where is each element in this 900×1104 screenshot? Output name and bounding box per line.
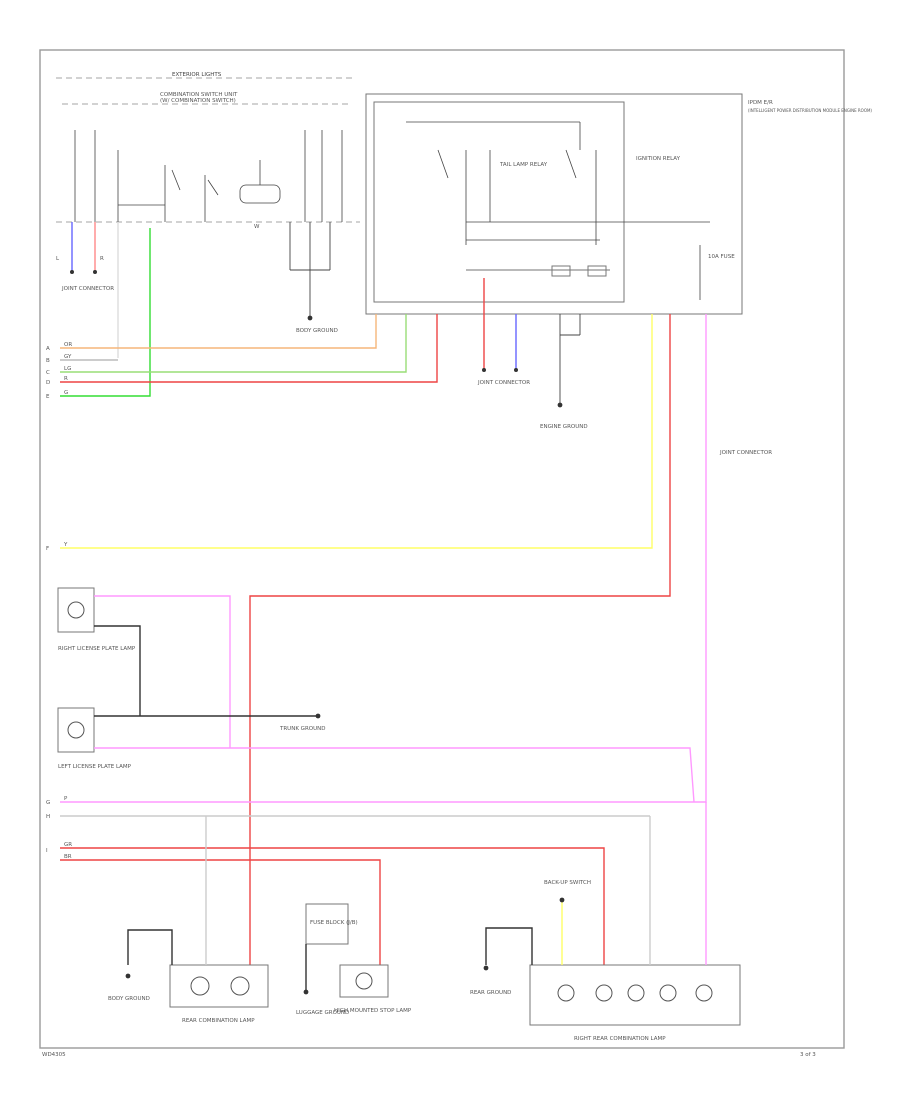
wire-red-lower-2 bbox=[60, 859, 381, 965]
wire-label-lg: LG bbox=[64, 366, 71, 372]
rear-ground-dot bbox=[483, 965, 489, 971]
high-mount-lamp bbox=[339, 964, 389, 998]
ground-ipdm bbox=[559, 314, 581, 405]
high-mount-label: HIGH MOUNTED STOP LAMP bbox=[334, 1008, 412, 1014]
edge-marker-i: I bbox=[46, 848, 48, 854]
edge-marker-c: C bbox=[46, 370, 50, 376]
ipdm-label: IPDM E/R bbox=[748, 100, 773, 106]
tail-relay-label: TAIL LAMP RELAY bbox=[499, 162, 548, 168]
ground-rear-label: BODY GROUND bbox=[108, 996, 150, 1002]
wire-black-rr bbox=[485, 927, 533, 965]
ground-combo bbox=[289, 222, 331, 318]
edge-marker-d: D bbox=[46, 380, 50, 386]
ground-trunk-label: TRUNK GROUND bbox=[279, 726, 325, 732]
ground-ipdm-dot bbox=[557, 402, 563, 408]
wire-pink-license bbox=[94, 595, 231, 748]
left-license-bulb bbox=[67, 721, 85, 739]
connector-dot bbox=[93, 270, 97, 274]
wire-red-long bbox=[249, 314, 671, 965]
wire-label-y: Y bbox=[63, 542, 68, 548]
ipdm-internals bbox=[406, 121, 710, 300]
footer-code: WD4305 bbox=[42, 1052, 66, 1058]
wire-label-p: P bbox=[64, 796, 68, 802]
combo-switch-internals bbox=[74, 130, 343, 222]
backup-switch-label: BACK-UP SWITCH bbox=[544, 880, 591, 886]
wire-red bbox=[60, 314, 438, 383]
wire-label-green: G bbox=[64, 390, 68, 396]
wire-pink-right bbox=[60, 314, 707, 803]
wire-lightgreen bbox=[60, 314, 407, 373]
outer-frame bbox=[39, 49, 845, 1049]
high-mount-bulb bbox=[355, 972, 373, 990]
ipdm-desc: (INTELLIGENT POWER DISTRIBUTION MODULE E… bbox=[748, 108, 872, 113]
ipdm-box bbox=[365, 93, 743, 315]
wire-black-license bbox=[94, 625, 141, 716]
wire-label: L bbox=[56, 256, 60, 262]
ipdm-inner bbox=[373, 101, 625, 303]
right-license-lamp bbox=[57, 587, 95, 633]
wire-label-br: BR bbox=[64, 854, 72, 860]
rear-combination-bulb-2 bbox=[230, 976, 250, 996]
wire-yellow bbox=[60, 314, 653, 549]
left-license-lamp bbox=[57, 707, 95, 753]
right-joint-label: JOINT CONNECTOR bbox=[719, 450, 772, 456]
ground-combo-dot bbox=[307, 315, 313, 321]
right-rear-combination-label: RIGHT REAR COMBINATION LAMP bbox=[574, 1036, 666, 1042]
rear-ground-label: REAR GROUND bbox=[470, 990, 511, 996]
combo-switch-term-label: W bbox=[254, 224, 260, 230]
rear-combination-label: REAR COMBINATION LAMP bbox=[182, 1018, 255, 1024]
ground-trunk-dot bbox=[315, 713, 321, 719]
connector-dot bbox=[482, 368, 486, 372]
backup-switch-dot bbox=[559, 897, 565, 903]
connector-label-2: JOINT CONNECTOR bbox=[477, 380, 530, 386]
left-license-label: LEFT LICENSE PLATE LAMP bbox=[58, 764, 132, 770]
edge-marker-a: A bbox=[46, 346, 50, 352]
wire-red-lower-1 bbox=[60, 847, 605, 965]
rear-combination-lamp bbox=[169, 964, 269, 1008]
right-rear-combination-lamp bbox=[529, 964, 741, 1026]
luggage-ground-dot bbox=[303, 989, 309, 995]
ground-combo-label: BODY GROUND bbox=[296, 328, 338, 334]
wire-orange bbox=[60, 314, 377, 349]
wire-label: R bbox=[100, 256, 104, 262]
right-license-label: RIGHT LICENSE PLATE LAMP bbox=[58, 646, 136, 652]
ipdm-fuse-b bbox=[587, 265, 607, 277]
fuse-label: 10A FUSE bbox=[708, 254, 735, 260]
page-ref: 3 of 3 bbox=[800, 1052, 816, 1058]
connector-label: JOINT CONNECTOR bbox=[61, 286, 114, 292]
luggage-ground-label: LUGGAGE GROUND bbox=[296, 1010, 349, 1016]
ipdm-fuse-a bbox=[551, 265, 571, 277]
wire-label-gr: GR bbox=[64, 842, 72, 848]
wire-label-r: R bbox=[64, 376, 68, 382]
right-license-bulb bbox=[67, 601, 85, 619]
wire-label-gy: GY bbox=[64, 354, 72, 360]
wire-green bbox=[60, 228, 151, 397]
edge-marker-e: E bbox=[46, 394, 50, 400]
edge-marker-h: H bbox=[46, 814, 50, 820]
right-rear-bulbs bbox=[557, 984, 713, 1002]
fuse-block-box bbox=[305, 903, 349, 945]
wire-pink-left-license bbox=[94, 747, 695, 803]
combo-switch-label: COMBINATION SWITCH UNIT bbox=[160, 92, 238, 98]
wire-black-rear-1 bbox=[127, 929, 173, 965]
rear-combination-bulb-1 bbox=[190, 976, 210, 996]
edge-marker-f: F bbox=[46, 546, 49, 552]
edge-marker-g: G bbox=[46, 800, 50, 806]
ground-rear-dot bbox=[125, 973, 131, 979]
connector-dot bbox=[514, 368, 518, 372]
edge-marker-b: B bbox=[46, 358, 50, 364]
header-title: EXTERIOR LIGHTS bbox=[172, 72, 222, 78]
wire-label-or: OR bbox=[64, 342, 72, 348]
fuse-block-label: FUSE BLOCK (J/B) bbox=[310, 920, 358, 926]
ignition-relay-label: IGNITION RELAY bbox=[636, 156, 681, 162]
connector-dot bbox=[70, 270, 74, 274]
ground-ipdm-label: ENGINE GROUND bbox=[540, 424, 588, 430]
combo-switch-sublabel: (W/ COMBINATION SWITCH) bbox=[160, 98, 236, 104]
